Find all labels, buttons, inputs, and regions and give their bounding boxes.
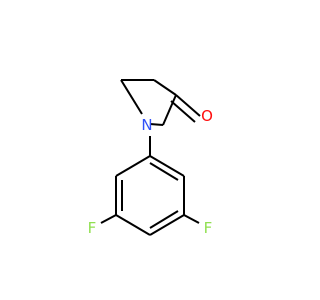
bond-c-f-left bbox=[100, 214, 117, 224]
bond-ring-6 bbox=[115, 155, 151, 177]
atom-label-layer: N O F F bbox=[88, 107, 213, 237]
molecule-structure: N O F F bbox=[87, 79, 213, 237]
bond-c3-c2 bbox=[162, 94, 177, 126]
bond-c-f-right bbox=[183, 214, 200, 224]
bond-c3-o-primary bbox=[175, 94, 201, 117]
bond-aromatic-inner-2 bbox=[149, 210, 179, 229]
nitrogen-atom-label: N bbox=[141, 116, 152, 134]
bond-c3-o-secondary bbox=[170, 100, 196, 123]
bond-aromatic-inner-1 bbox=[149, 162, 179, 181]
oxygen-atom-label: O bbox=[201, 107, 213, 125]
fluorine-atom-label-right: F bbox=[204, 219, 213, 237]
bond-ring-4 bbox=[115, 214, 151, 236]
fluorine-atom-label-left: F bbox=[88, 219, 97, 237]
bond-n1-c5 bbox=[120, 79, 143, 115]
bond-ring-1 bbox=[149, 155, 185, 177]
bond-c4-c3 bbox=[153, 79, 177, 96]
bond-ring-3 bbox=[149, 214, 185, 236]
bond-layer bbox=[100, 79, 201, 236]
bond-c2-n1 bbox=[149, 123, 164, 126]
